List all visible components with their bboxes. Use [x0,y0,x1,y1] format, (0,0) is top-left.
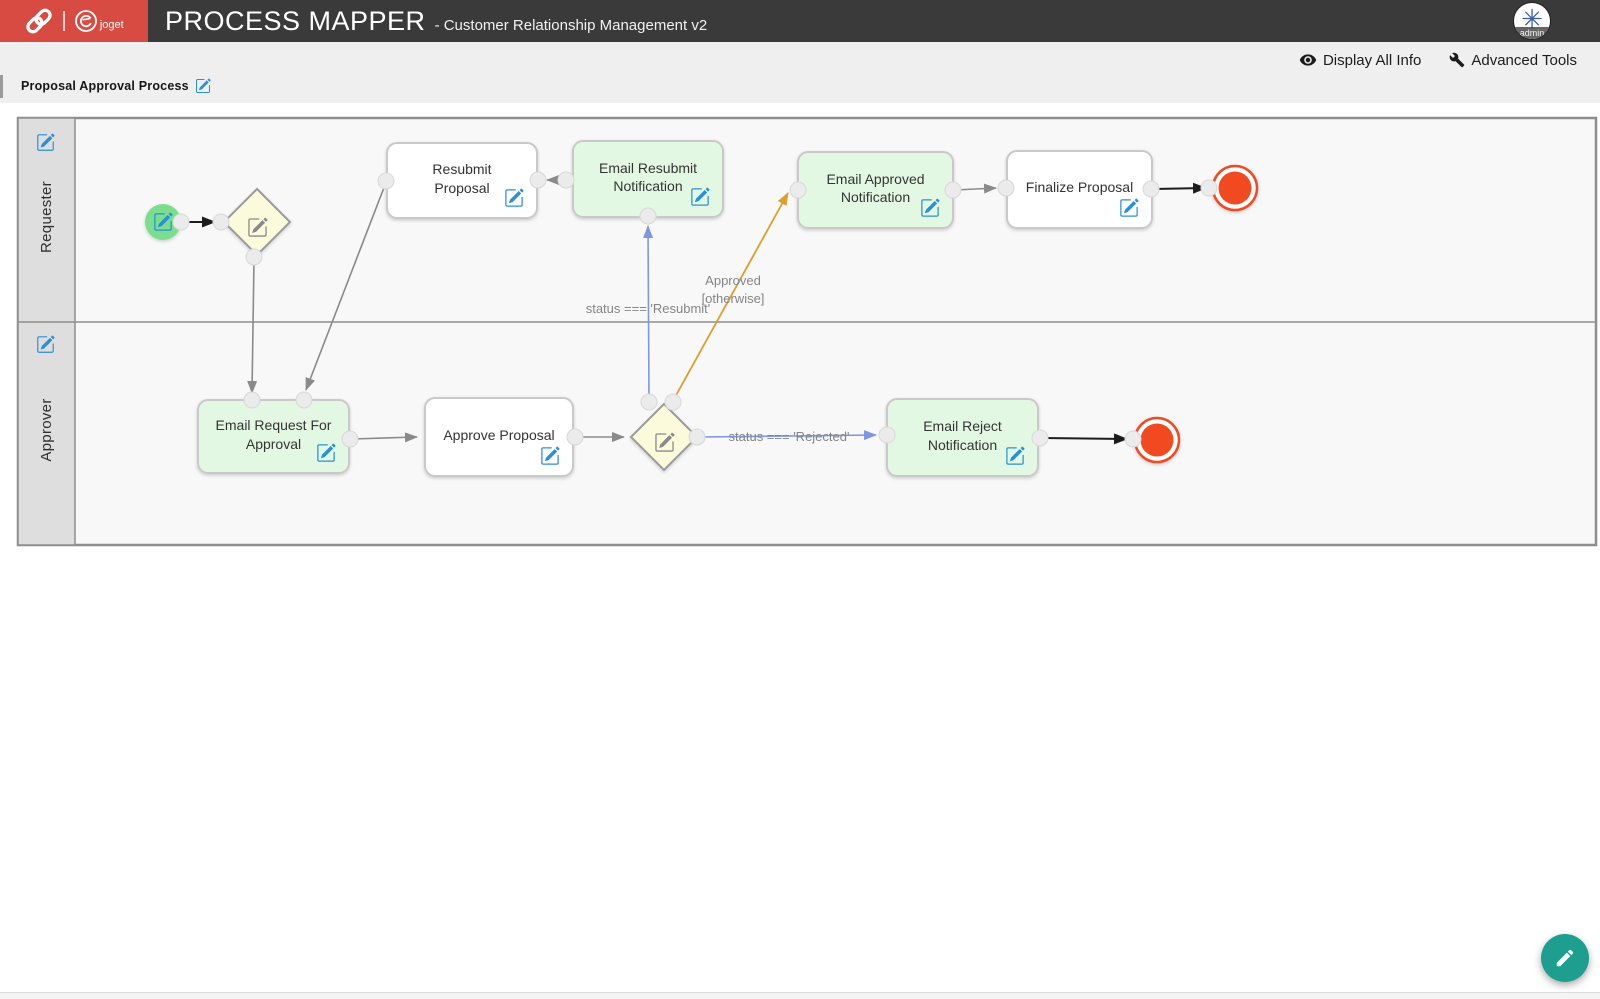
edit-resubmit-proposal-icon[interactable] [504,188,524,208]
header-titles: PROCESS MAPPER - Customer Relationship M… [165,5,708,36]
pencil-icon [1556,949,1574,967]
edit-email-reject-notification-icon[interactable] [1005,446,1025,466]
flow-finalize-to-end [1152,182,1207,194]
edit-email-resubmit-notification-icon[interactable] [690,187,710,207]
advanced-tools-button[interactable]: Advanced Tools [1449,52,1577,69]
display-all-info-button[interactable]: Display All Info [1299,51,1421,69]
user-avatar[interactable]: ✳ admin [1513,2,1551,40]
start-event-edit-icon[interactable] [153,212,173,232]
process-title: Proposal Approval Process [21,79,189,93]
edit-process-title-icon[interactable] [195,78,211,94]
flow-email-request-to-approve [351,432,418,443]
edge-label-rejected-condition: status === 'Rejected' [728,429,850,444]
process-title-row: Proposal Approval Process [21,78,211,94]
end-event-rejected[interactable] [1133,416,1181,464]
edit-approve-proposal-icon[interactable] [540,446,560,466]
flow-email-approved-to-finalize [954,183,997,194]
task-label-email-reject-notification: Email Reject Notification [923,418,1002,453]
edit-fab-button[interactable] [1541,934,1589,982]
flow-gateway2-to-email-resubmit [643,225,654,400]
gateway-decision[interactable] [629,402,699,472]
footer-divider [0,992,1600,999]
flow-gateway2-to-email-reject [698,430,877,441]
task-label-approve-proposal: Approve Proposal [443,426,555,443]
app-subtitle: - Customer Relationship Management v2 [434,16,708,34]
edit-lane-approver-icon[interactable] [36,335,55,354]
connection-ports [172,171,1218,448]
flow-gateway-to-email-request [247,258,258,394]
flow-email-reject-to-end [1041,433,1128,445]
edit-finalize-proposal-icon[interactable] [1119,198,1139,218]
joget-logo-text: joget [99,19,124,31]
app-title: PROCESS MAPPER [165,5,426,36]
brand-separator [63,11,65,31]
task-label-finalize-proposal: Finalize Proposal [1025,179,1134,196]
gateway-decision-edit-icon[interactable] [654,432,675,453]
end-event-approved[interactable] [1211,164,1259,212]
toolbar-actions: Display All Info Advanced Tools [1299,51,1577,69]
gateway-initial-edit-icon[interactable] [247,217,268,238]
lane-header-column[interactable] [17,117,76,546]
edge-label-approved: Approved [705,273,761,288]
wrench-icon [1449,52,1465,68]
flow-gateway2-to-email-approved [673,192,789,400]
task-label-email-request-for-approval: Email Request For Approval [215,417,332,452]
task-label-email-approved-notification: Email Approved Notification [826,170,925,205]
edit-lane-requester-icon[interactable] [36,133,55,152]
left-edge-divider [0,75,3,98]
toolbar-strip: Display All Info Advanced Tools Proposal… [0,42,1600,103]
lane-label-requester: Requester [37,181,55,253]
edge-label-otherwise: [otherwise] [701,291,765,306]
edit-email-request-for-approval-icon[interactable] [316,443,336,463]
task-label-resubmit-proposal: Resubmit Proposal [432,161,492,196]
lane-label-approver: Approver [37,398,55,462]
task-label-email-resubmit-notification: Email Resubmit Notification [598,159,698,194]
avatar-username: admin [1514,27,1550,39]
avatar-image: ✳ [1521,4,1543,34]
joget-logo: joget [74,9,124,33]
edge-label-resubmit-condition: status === 'Resubmit' [585,301,711,316]
flow-resubmit-to-email-request [305,184,386,391]
joget-logo-icon [74,10,97,32]
eye-icon [1299,54,1317,66]
edit-email-approved-notification-icon[interactable] [920,198,940,218]
display-all-info-label: Display All Info [1322,51,1422,69]
brand-area[interactable]: joget [0,0,148,42]
chain-logo-icon [24,6,55,36]
top-header: joget PROCESS MAPPER - Customer Relation… [0,0,1600,42]
advanced-tools-label: Advanced Tools [1471,51,1577,69]
